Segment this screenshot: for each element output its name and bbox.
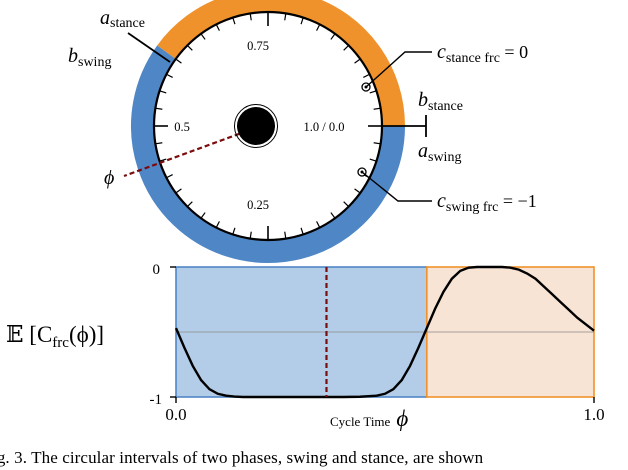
dial-minor-tick: [159, 158, 167, 162]
dial-minor-tick: [166, 73, 173, 78]
swing-cost-leader: [361, 171, 432, 202]
dial-minor-tick: [373, 107, 381, 110]
y-tick-neg1: -1: [150, 392, 163, 408]
dial-minor-tick: [300, 227, 304, 235]
tick-label-10: 1.0 / 0.0: [304, 120, 345, 134]
label-c-swing: cswing frc = −1: [437, 190, 537, 215]
dial-ticks: [154, 12, 382, 240]
dial-minor-tick: [343, 201, 350, 208]
dial-minor-tick: [249, 231, 252, 239]
label-a-swing: aswing: [418, 140, 461, 165]
dial-minor-tick: [354, 188, 361, 194]
dial-minor-tick: [232, 17, 236, 25]
stance-cost-leader: [365, 51, 432, 88]
dial-hub: [237, 107, 275, 145]
dial-minor-tick: [215, 24, 220, 31]
dial-minor-tick: [369, 158, 377, 162]
dial-minor-tick: [330, 33, 336, 40]
dial-hub-ring: [234, 104, 278, 148]
dial-minor-tick: [343, 44, 350, 51]
phase-dial: 0.75 0.5 1.0 / 0.0 0.25 astance bswing c…: [68, 0, 537, 263]
label-b-stance: bstance: [418, 89, 463, 114]
dial-minor-tick: [284, 231, 287, 239]
boundary-top-line: [127, 32, 171, 63]
dial-minor-tick: [200, 212, 206, 219]
dial-minor-tick: [186, 201, 193, 208]
figure-caption: ig. 3. The circular intervals of two pha…: [0, 448, 484, 467]
dial-minor-tick: [330, 212, 336, 219]
dial-minor-tick: [159, 90, 167, 94]
dial-minor-tick: [363, 73, 370, 78]
tick-label-025: 0.25: [247, 198, 269, 212]
dial-minor-tick: [369, 90, 377, 94]
label-a-stance: astance: [100, 7, 145, 31]
tick-label-05: 0.5: [174, 120, 190, 134]
dial-minor-tick: [300, 17, 304, 25]
dial-minor-tick: [175, 188, 182, 194]
dial-minor-tick: [354, 58, 361, 64]
cost-curve: [174, 265, 595, 399]
dial-minor-tick: [232, 227, 236, 235]
dial-minor-tick: [215, 221, 220, 228]
dial-minor-tick: [186, 44, 193, 51]
dial-minor-tick: [155, 142, 163, 145]
axis-ticks: [170, 266, 595, 403]
phase-indicator-line: [123, 129, 248, 178]
swing-arc: [131, 45, 405, 263]
x-tick-1: 1.0: [583, 405, 604, 424]
y-axis-label: 𝔼 [Cfrc(ϕ)]: [6, 322, 104, 351]
dial-minor-tick: [155, 107, 163, 110]
dial-minor-tick: [373, 142, 381, 145]
dial-minor-tick: [249, 13, 252, 21]
label-b-swing: bswing: [68, 45, 111, 70]
dial-minor-tick: [284, 13, 287, 21]
dial-minor-tick: [316, 24, 321, 31]
dial-minor-tick: [316, 221, 321, 228]
tick-label-075: 0.75: [247, 39, 269, 53]
stance-arc: [157, 0, 405, 127]
dial-minor-tick: [166, 174, 173, 179]
y-tick-0: 0: [153, 262, 161, 278]
dial-minor-tick: [200, 33, 206, 40]
label-phi: ϕ: [104, 167, 114, 189]
x-tick-0: 0.0: [165, 405, 186, 424]
label-c-stance: cstance frc = 0: [437, 41, 528, 66]
dial-minor-tick: [175, 58, 182, 64]
